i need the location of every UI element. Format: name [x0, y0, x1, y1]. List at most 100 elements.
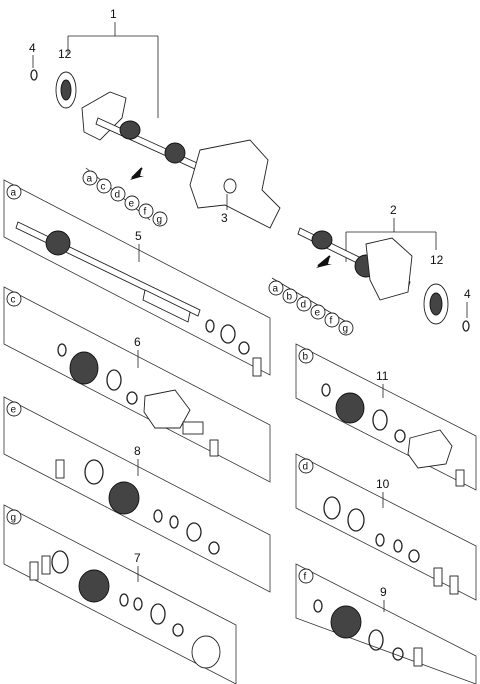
panel-a-shaft [15, 221, 201, 317]
callout-12-upper: 12 [58, 47, 72, 61]
panel-d-ring-1 [375, 533, 385, 547]
callout-12-lower: 12 [430, 253, 444, 267]
panel-f-boot [330, 605, 362, 639]
panel-g-grease-2 [41, 555, 51, 575]
panel-c-boot [69, 351, 99, 385]
panel-c-ring [57, 343, 67, 357]
right-letter-2: d [296, 296, 312, 312]
panel-e-ring-1 [153, 509, 163, 523]
arrow-shaft-right [317, 255, 331, 267]
panel-c-spline [182, 421, 204, 435]
panel-c-clamp [106, 369, 122, 391]
panel-c [3, 286, 271, 483]
panel-b-clamp-small [394, 429, 406, 443]
panel-d-ring-2 [393, 539, 403, 553]
right-oil-seal-inner [429, 292, 443, 316]
panel-g-clamp [51, 550, 69, 574]
panel-e [3, 396, 271, 593]
svg-text:g: g [157, 215, 163, 226]
svg-text:f: f [304, 572, 307, 583]
svg-text:b: b [287, 292, 293, 303]
panel-b-boot [335, 392, 365, 424]
panel-a-clamp-2 [238, 341, 250, 355]
svg-text:e: e [11, 405, 17, 416]
callout-7: 7 [134, 551, 141, 565]
right-letter-1: b [282, 288, 298, 304]
panel-c-cv-joint [143, 389, 191, 429]
panel-d [295, 453, 477, 601]
panel-b-housing [407, 429, 453, 469]
callout-3: 3 [221, 211, 228, 225]
right-letter-row: a b d e f g [268, 280, 354, 336]
panel-b-tag: b [298, 348, 314, 364]
panel-e-grease [55, 459, 65, 479]
bracket-part [81, 91, 127, 141]
callout-4-upper: 4 [29, 41, 36, 55]
panel-e-clamp-2 [186, 522, 202, 542]
panel-d-clamp-2 [347, 508, 365, 532]
right-letter-5: g [338, 320, 354, 336]
snap-ring-part [30, 69, 38, 81]
panel-a-boot [45, 230, 71, 256]
upper-boot-inner [164, 142, 186, 164]
panel-g-ring-1 [119, 593, 129, 607]
panel-e-boot [108, 481, 140, 515]
panel-e-ring-2 [169, 515, 179, 529]
panel-g-boot [78, 569, 110, 603]
panel-b-grease [455, 469, 465, 487]
upper-letter-row: a c d e f g [82, 170, 168, 227]
right-boot-outer [311, 230, 333, 250]
panel-c-clamp-small [126, 391, 138, 405]
panel-a-clamp-1 [220, 324, 236, 344]
panel-d-grease-2 [449, 575, 459, 595]
upper-boot-outer [119, 120, 141, 140]
panel-b-clamp [372, 409, 388, 431]
svg-text:a: a [87, 174, 93, 185]
callout-8: 8 [134, 444, 141, 458]
panel-f-ring [313, 599, 323, 613]
panel-a-tag: a [6, 184, 22, 200]
upper-letter-4: f [138, 203, 154, 219]
svg-text:c: c [101, 182, 106, 193]
panel-f-clamp [368, 629, 384, 651]
svg-text:g: g [11, 513, 17, 524]
panel-a-grease [252, 357, 262, 377]
panel-a [3, 179, 271, 376]
panel-d-clamp-3 [408, 549, 420, 563]
panel-b [295, 343, 477, 491]
callout-9: 9 [380, 585, 387, 599]
svg-text:a: a [11, 188, 17, 199]
right-bracket-part [365, 237, 413, 301]
callout-2-leader [345, 218, 437, 262]
upper-letter-0: a [82, 170, 98, 186]
svg-text:f: f [330, 316, 333, 327]
panel-g [3, 504, 237, 684]
panel-a-ring-1 [205, 319, 215, 333]
right-letter-3: e [310, 304, 326, 320]
panel-e-clamp-3 [208, 541, 220, 555]
callout-10: 10 [376, 477, 390, 491]
upper-letter-3: e [124, 195, 140, 211]
upper-letter-2: d [110, 186, 126, 202]
callout-4-lower: 4 [464, 287, 471, 301]
svg-text:d: d [303, 462, 309, 473]
svg-text:f: f [144, 207, 147, 218]
svg-text:d: d [301, 300, 307, 311]
panel-g-ring-2 [133, 597, 143, 611]
svg-text:e: e [315, 308, 321, 319]
panel-f-clamp-small [392, 647, 404, 661]
callout-11: 11 [376, 369, 389, 383]
panel-b-ring [321, 383, 331, 397]
svg-text:g: g [343, 324, 349, 335]
callout-1: 1 [110, 7, 117, 21]
oil-seal-inner [60, 79, 72, 101]
svg-text:d: d [115, 190, 121, 201]
panel-g-boot-2 [191, 635, 221, 669]
svg-text:e: e [129, 199, 135, 210]
svg-text:c: c [11, 295, 16, 306]
panel-g-clamp-2 [150, 603, 166, 625]
right-snap-ring [462, 320, 470, 332]
panel-g-grease-1 [29, 561, 39, 581]
